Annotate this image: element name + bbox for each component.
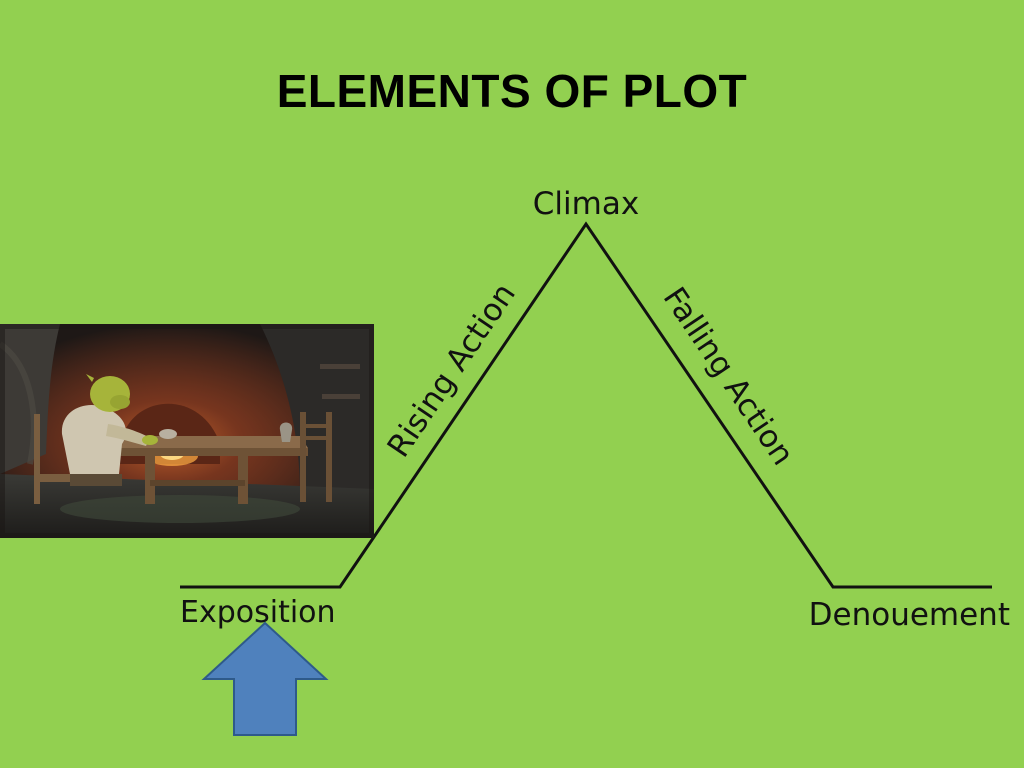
climax-label: Climax — [533, 186, 639, 222]
denouement-label: Denouement — [809, 597, 1010, 633]
plot-line — [180, 221, 992, 589]
ogre-cottage-scene — [0, 324, 374, 538]
rising-action-label: Rising Action — [381, 277, 523, 464]
slide-title: ELEMENTS OF PLOT — [276, 65, 748, 117]
falling-action-label: Falling Action — [656, 281, 801, 472]
scene-illustration — [0, 324, 374, 538]
exposition-label: Exposition — [180, 595, 336, 630]
up-arrow-icon — [201, 621, 329, 736]
